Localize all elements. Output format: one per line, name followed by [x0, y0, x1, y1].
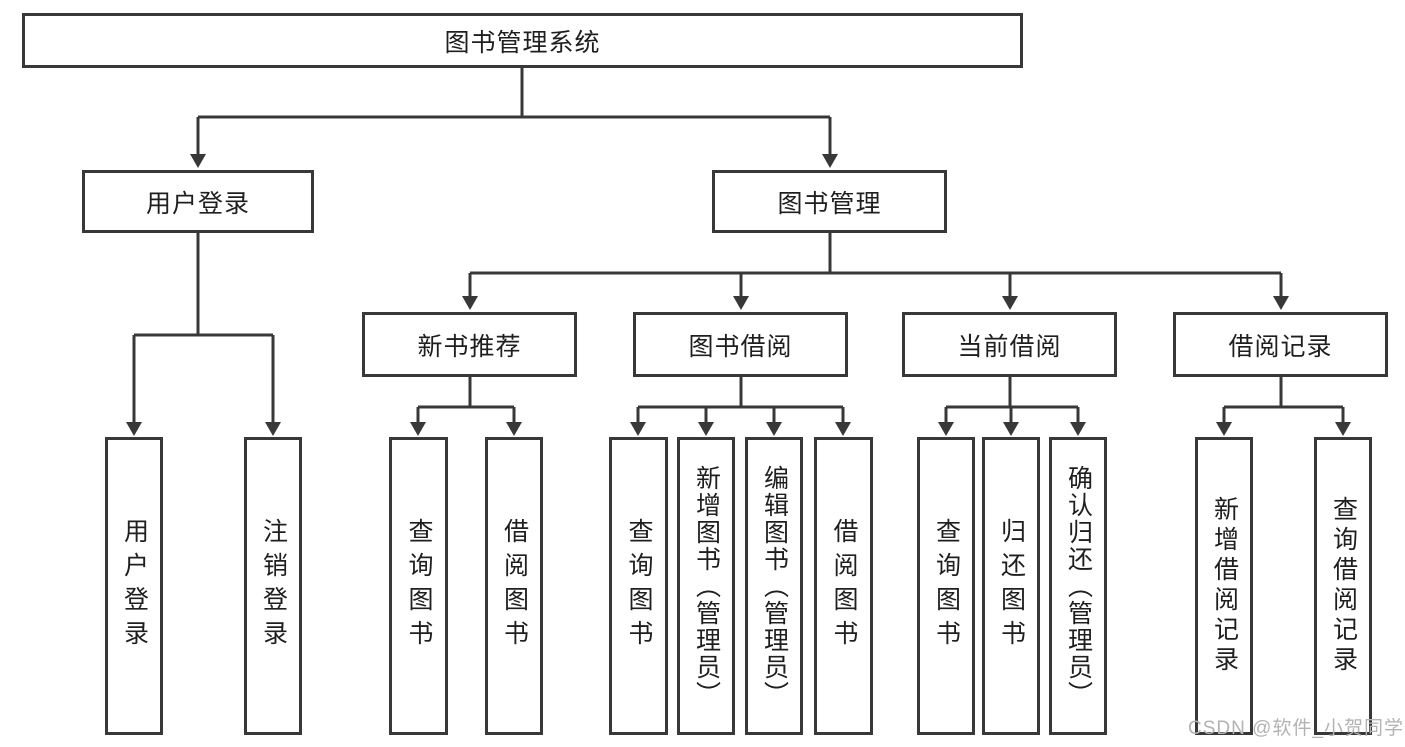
leaf-label: 查询图书: [625, 518, 653, 654]
leaf-label: 确认归还（管理员）: [1064, 464, 1093, 708]
leaf-query-books: 查询图书: [609, 437, 668, 735]
leaf-label: 借阅图书: [830, 518, 858, 654]
leaf-query-books: 查询图书: [917, 437, 975, 735]
node-borrowing-records: 借阅记录: [1173, 312, 1388, 377]
leaf-add-borrow-record: 新增借阅记录: [1195, 437, 1253, 735]
leaf-label: 新增借阅记录: [1210, 496, 1239, 676]
leaf-label: 查询图书: [932, 518, 961, 654]
leaf-label: 查询借阅记录: [1329, 496, 1358, 676]
leaf-borrow-books: 借阅图书: [485, 437, 543, 735]
leaf-borrow-books: 借阅图书: [814, 437, 873, 735]
leaf-label: 借阅图书: [500, 518, 529, 654]
node-label: 借阅记录: [1228, 332, 1333, 361]
leaf-label: 编辑图书（管理员）: [760, 464, 789, 708]
leaf-label: 新增图书（管理员）: [692, 464, 721, 708]
leaf-label: 注销登录: [259, 518, 288, 654]
node-label: 当前借阅: [957, 332, 1062, 361]
node-label: 图书借阅: [688, 332, 793, 361]
leaf-label: 归还图书: [997, 518, 1026, 654]
leaf-edit-book-admin: 编辑图书（管理员）: [745, 437, 803, 735]
leaf-logout: 注销登录: [244, 437, 302, 735]
node-label: 新书推荐: [417, 332, 522, 361]
leaf-query-books: 查询图书: [389, 437, 448, 735]
leaf-label: 查询图书: [405, 518, 433, 654]
node-user-login: 用户登录: [82, 170, 314, 233]
leaf-return-books: 归还图书: [982, 437, 1040, 735]
node-label: 图书管理系统: [444, 28, 601, 57]
leaf-label: 用户登录: [120, 518, 149, 654]
node-library-management-system: 图书管理系统: [22, 13, 1023, 68]
node-current-borrowing: 当前借阅: [902, 312, 1117, 377]
csdn-watermark: CSDN @软件_小贺同学: [1188, 718, 1404, 739]
node-book-borrowing: 图书借阅: [633, 312, 848, 377]
node-label: 图书管理: [777, 189, 882, 218]
leaf-query-borrow-record: 查询借阅记录: [1314, 437, 1372, 735]
leaf-add-book-admin: 新增图书（管理员）: [677, 437, 735, 735]
node-book-management: 图书管理: [712, 170, 947, 233]
node-new-book-recommendation: 新书推荐: [362, 312, 577, 377]
node-label: 用户登录: [145, 189, 250, 218]
leaf-confirm-return-admin: 确认归还（管理员）: [1049, 437, 1107, 735]
leaf-user-login: 用户登录: [105, 437, 163, 735]
